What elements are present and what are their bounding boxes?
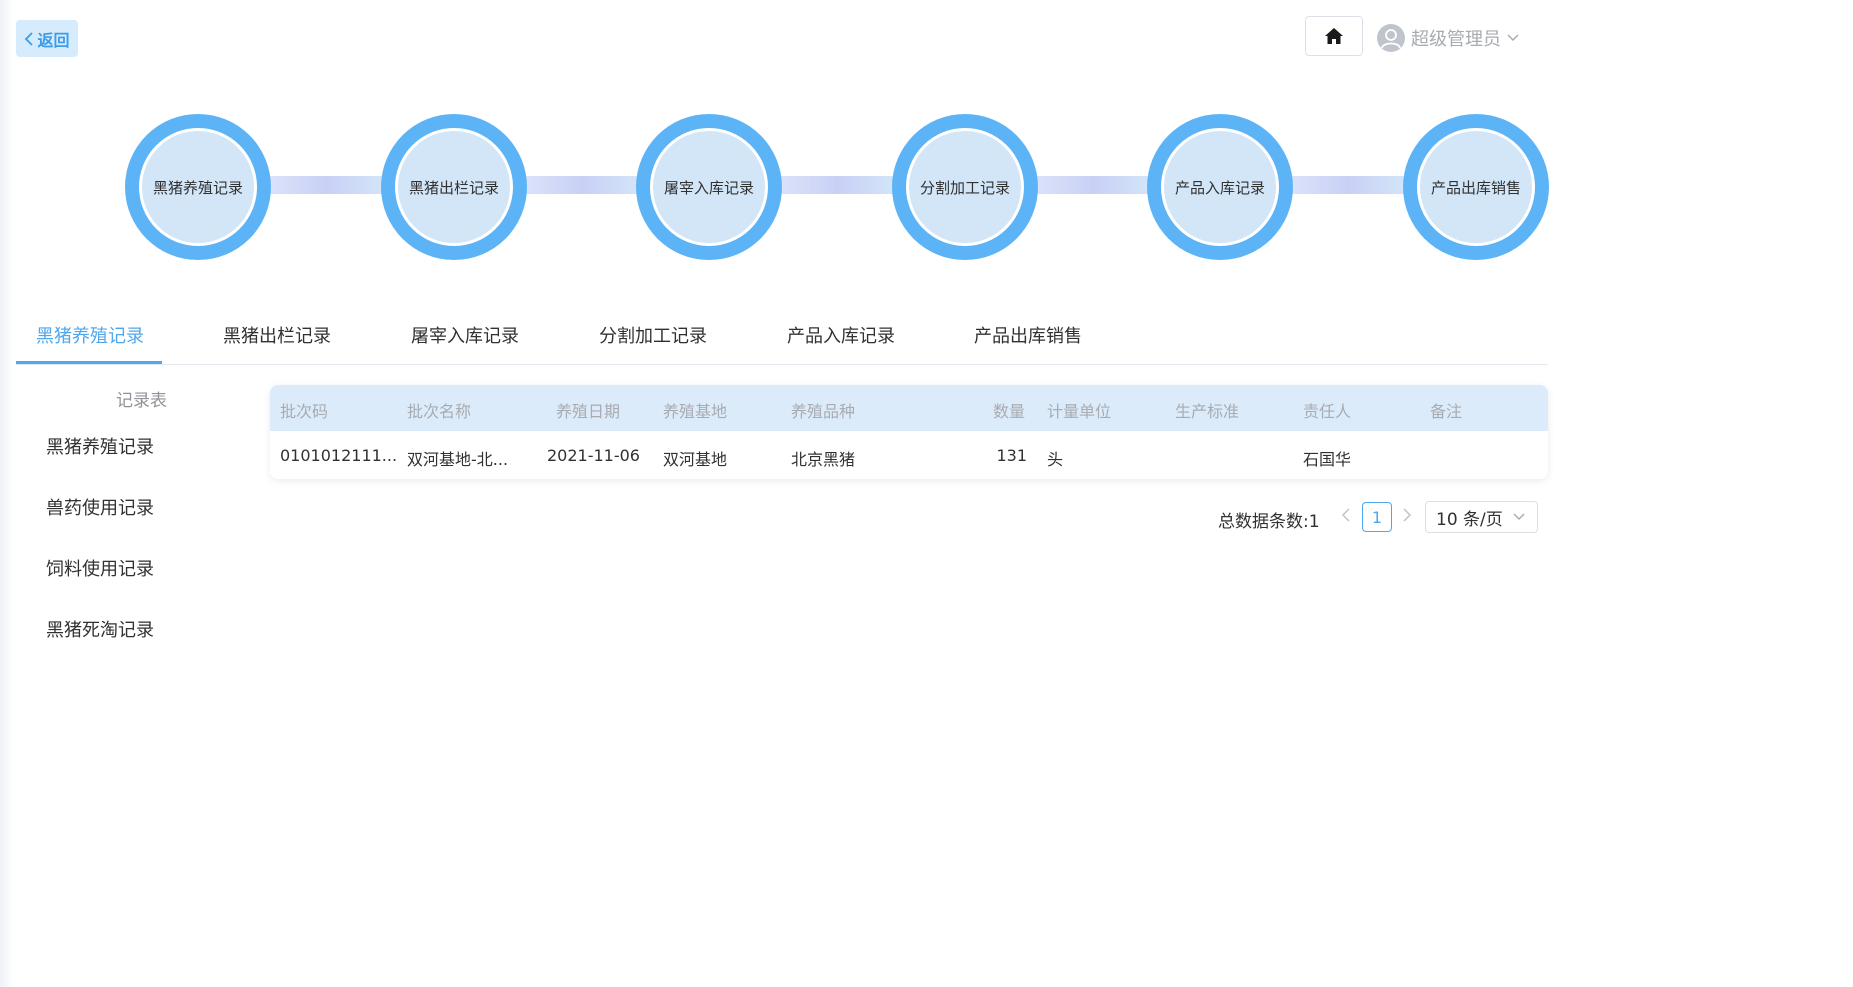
step-connector — [1290, 176, 1408, 194]
tab-product-in[interactable]: 产品入库记录 — [787, 326, 895, 347]
process-step-label: 屠宰入库记录 — [650, 128, 768, 246]
process-step-label: 分割加工记录 — [906, 128, 1024, 246]
side-item-vet-drug[interactable]: 兽药使用记录 — [46, 498, 154, 519]
left-edge-strip — [0, 0, 14, 987]
process-step-product-out[interactable]: 产品出库销售 — [1403, 114, 1549, 260]
page-size-select[interactable]: 10 条/页 — [1425, 501, 1538, 533]
active-tab-indicator — [16, 361, 162, 364]
process-step-slaughter[interactable]: 屠宰入库记录 — [636, 114, 782, 260]
back-button[interactable]: 返回 — [16, 20, 78, 57]
cell-breeding-date: 2021-11-06 — [547, 446, 640, 465]
user-avatar-icon — [1377, 24, 1405, 52]
column-header: 批次码 — [280, 402, 329, 421]
home-button[interactable] — [1305, 16, 1363, 56]
process-step-label: 黑猪出栏记录 — [395, 128, 513, 246]
process-step-label: 产品出库销售 — [1417, 128, 1535, 246]
back-button-label: 返回 — [37, 30, 70, 50]
tab-processing[interactable]: 分割加工记录 — [599, 326, 707, 347]
side-menu-title: 记录表 — [116, 391, 167, 411]
user-menu[interactable]: 超级管理员 — [1377, 22, 1519, 54]
tab-slaughter[interactable]: 屠宰入库记录 — [411, 326, 519, 347]
cell-owner: 石国华 — [1303, 450, 1352, 469]
table-header — [270, 385, 1548, 431]
record-tabs: 黑猪养殖记录 黑猪出栏记录 屠宰入库记录 分割加工记录 产品入库记录 产品出库销… — [16, 312, 1548, 365]
prev-page-button[interactable] — [1338, 507, 1354, 527]
column-header: 责任人 — [1303, 402, 1352, 421]
home-icon — [1325, 28, 1343, 44]
process-flow: 黑猪养殖记录 黑猪出栏记录 屠宰入库记录 分割加工记录 产品入库记录 产品出库销… — [0, 110, 1853, 270]
page-size-value: 10 条/页 — [1436, 509, 1503, 530]
column-header: 养殖日期 — [556, 402, 621, 421]
user-name: 超级管理员 — [1411, 29, 1501, 50]
next-page-button[interactable] — [1399, 507, 1415, 527]
chevron-down-icon — [1507, 34, 1519, 42]
process-step-breeding[interactable]: 黑猪养殖记录 — [125, 114, 271, 260]
step-connector — [268, 176, 386, 194]
cell-quantity: 131 — [996, 446, 1027, 465]
cell-unit: 头 — [1047, 450, 1064, 469]
process-step-outbound[interactable]: 黑猪出栏记录 — [381, 114, 527, 260]
record-side-menu: 记录表 黑猪养殖记录 兽药使用记录 饲料使用记录 黑猪死淘记录 — [16, 376, 254, 656]
column-header: 养殖基地 — [663, 402, 728, 421]
column-header: 批次名称 — [407, 402, 472, 421]
column-header: 计量单位 — [1047, 402, 1112, 421]
tab-breeding[interactable]: 黑猪养殖记录 — [36, 326, 144, 347]
column-header: 数量 — [993, 402, 1026, 421]
cell-batch-code: 0101012111... — [280, 446, 398, 465]
pagination-total: 总数据条数:1 — [1218, 512, 1320, 532]
tab-product-out[interactable]: 产品出库销售 — [974, 326, 1082, 347]
side-item-death[interactable]: 黑猪死淘记录 — [46, 620, 154, 641]
column-header: 生产标准 — [1175, 402, 1240, 421]
step-connector — [1035, 176, 1153, 194]
column-header: 养殖品种 — [791, 402, 856, 421]
cell-batch-name: 双河基地-北... — [407, 450, 509, 469]
tab-outbound[interactable]: 黑猪出栏记录 — [223, 326, 331, 347]
cell-base: 双河基地 — [663, 450, 728, 469]
step-connector — [524, 176, 642, 194]
process-step-product-in[interactable]: 产品入库记录 — [1147, 114, 1293, 260]
chevron-right-icon — [1403, 508, 1412, 522]
page-number-button[interactable]: 1 — [1362, 502, 1392, 532]
chevron-left-icon — [1341, 508, 1350, 522]
process-step-processing[interactable]: 分割加工记录 — [892, 114, 1038, 260]
cell-breed: 北京黑猪 — [791, 450, 856, 469]
chevron-left-icon — [25, 31, 34, 46]
chevron-down-icon — [1513, 513, 1525, 521]
step-connector — [779, 176, 897, 194]
process-step-label: 黑猪养殖记录 — [139, 128, 257, 246]
side-item-feed[interactable]: 饲料使用记录 — [46, 559, 154, 580]
process-step-label: 产品入库记录 — [1161, 128, 1279, 246]
side-item-breeding[interactable]: 黑猪养殖记录 — [46, 437, 154, 458]
records-table: 批次码 批次名称 养殖日期 养殖基地 养殖品种 数量 计量单位 生产标准 责任人… — [270, 385, 1548, 479]
column-header: 备注 — [1430, 402, 1463, 421]
